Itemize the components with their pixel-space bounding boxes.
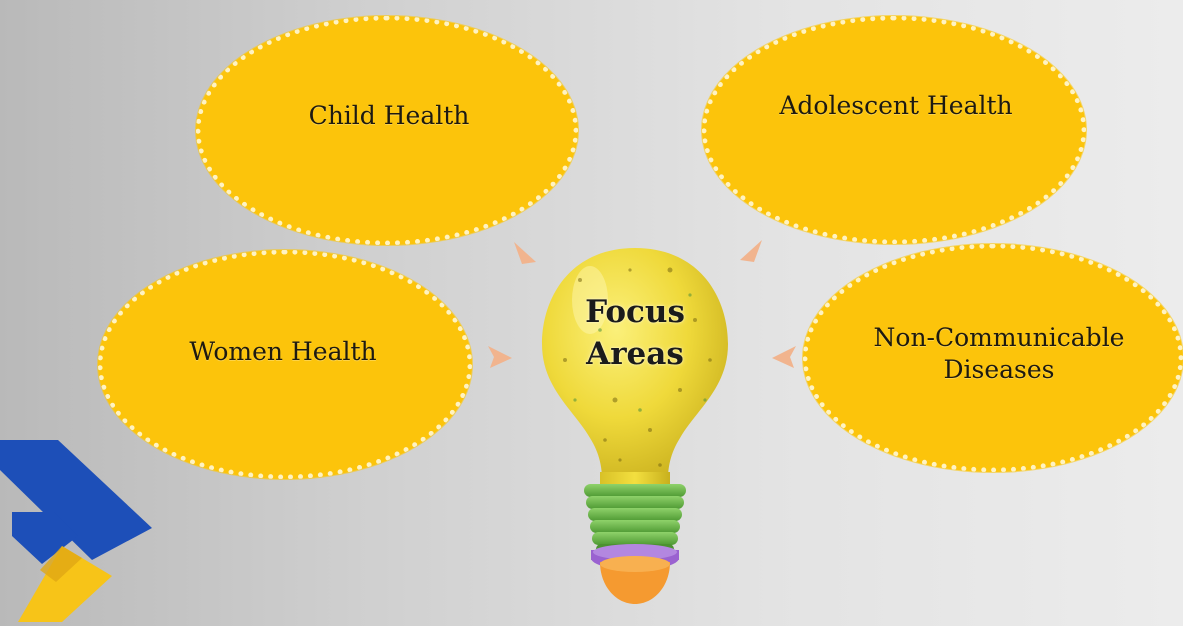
chevron-logo [0,440,152,622]
arrow-to-child-health-icon [514,242,536,264]
area-label-adolescent-health: Adolescent Health [779,90,1013,120]
lightbulb-icon: Focus Areas [520,240,750,622]
area-bubble-non-communicable-diseases: Non-Communicable Diseases [803,244,1183,472]
lightbulb-graphic [542,248,728,604]
center-title-line-1: Focus [585,294,685,330]
arrow-to-non-communicable-diseases-icon [772,346,796,368]
area-bubble-child-health: Child Health [196,16,578,245]
area-label-non-communicable-diseases: Non-Communicable Diseases [873,322,1125,385]
arrow-to-women-health-icon [488,346,512,368]
area-bubble-women-health: Women Health [98,250,472,479]
center-title: Focus Areas [520,292,750,376]
area-bubble-adolescent-health: Adolescent Health [702,16,1086,244]
center-title-line-2: Areas [586,335,684,372]
area-label-child-health: Child Health [308,101,470,131]
area-label-women-health: Women Health [189,337,377,367]
arrow-to-adolescent-health-icon [740,240,762,262]
